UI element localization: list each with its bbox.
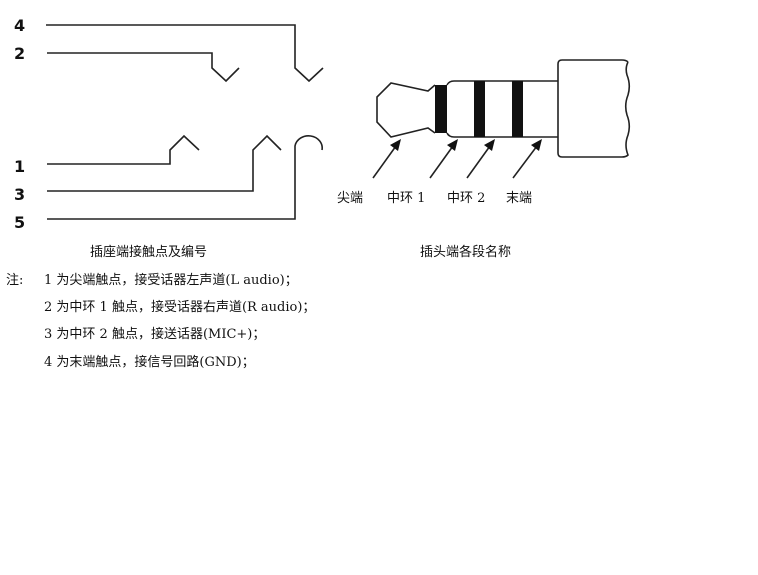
pin-label-2: 2: [14, 44, 26, 63]
plug-caption: 插头端各段名称: [420, 245, 512, 260]
label-tip: 尖端: [337, 191, 364, 206]
label-sleeve: 末端: [506, 191, 533, 206]
arrow-ring2: [466, 139, 495, 179]
arrow-sleeve: [512, 139, 542, 179]
note-line: 3 为中环 2 触点，接送话器(MIC+)；: [44, 327, 266, 342]
plug: [376, 59, 631, 158]
notes-prefix: 注:: [6, 273, 24, 288]
label-ring1: 中环 1: [387, 191, 426, 206]
note-line: 1 为尖端触点，接受话器左声道(L audio)；: [44, 273, 298, 288]
jack-caption: 插座端接触点及编号: [90, 245, 208, 260]
plug-band-3: [512, 81, 523, 137]
plug-barrel: [446, 80, 558, 138]
plug-tip: [376, 82, 436, 138]
pin-label-1: 1: [14, 157, 26, 176]
jack-contacts: [46, 24, 324, 220]
contact-2: [47, 52, 240, 83]
pin-label-3: 3: [14, 185, 26, 204]
contact-1: [47, 134, 200, 165]
pin-label-4: 4: [14, 16, 26, 35]
note-line: 4 为末端触点，接信号回路(GND)；: [44, 355, 255, 370]
label-ring2: 中环 2: [447, 191, 486, 206]
plug-band-1: [435, 85, 447, 133]
contact-3: [47, 134, 282, 192]
contact-4: [46, 24, 324, 83]
pin-label-5: 5: [14, 213, 26, 232]
contact-5: [47, 135, 323, 220]
arrow-tip: [372, 139, 401, 179]
arrow-ring1: [429, 139, 458, 179]
plug-band-2: [474, 81, 485, 137]
plug-body: [557, 59, 631, 158]
note-line: 2 为中环 1 触点，接受话器右声道(R audio)；: [44, 300, 316, 315]
pointer-arrows: [372, 139, 542, 179]
